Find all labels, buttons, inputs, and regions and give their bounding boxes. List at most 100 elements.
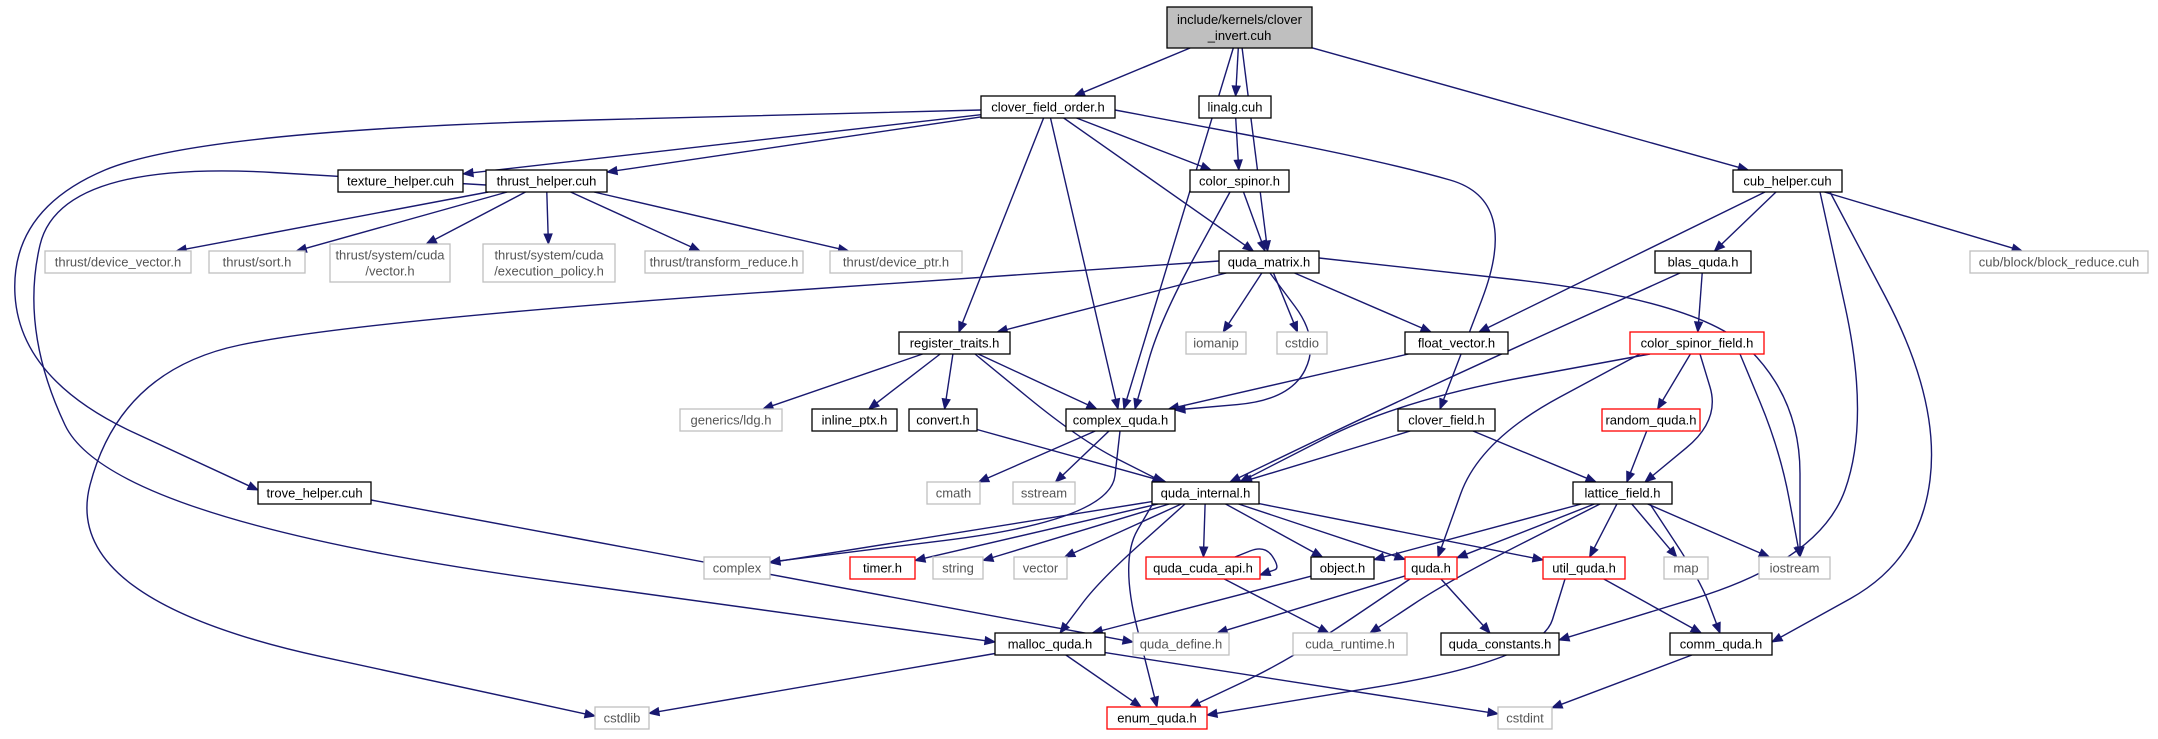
node-util-quda[interactable]: util_quda.h — [1542, 556, 1626, 580]
node-quda-internal[interactable]: quda_internal.h — [1151, 481, 1260, 505]
edge-quda-cuda-api-to-cuda-runtime — [1223, 578, 1330, 634]
node-cub-helper[interactable]: cub_helper.cuh — [1732, 169, 1843, 193]
node-box — [1663, 556, 1709, 580]
node-thrust-transform-reduce[interactable]: thrust/transform_reduce.h — [644, 250, 804, 274]
node-inline-ptx[interactable]: inline_ptx.h — [811, 408, 898, 432]
node-comm-quda[interactable]: comm_quda.h — [1669, 632, 1773, 656]
edge-clover-field-order-to-quda-matrix — [1063, 117, 1255, 252]
node-label: float_vector.h — [1418, 336, 1495, 351]
edge-register-traits-to-generics-ldg — [761, 353, 923, 411]
node-cstdio[interactable]: cstdio — [1276, 331, 1328, 355]
node-label: color_spinor_field.h — [1641, 336, 1754, 351]
node-label: cub/block/block_reduce.cuh — [1979, 255, 2139, 270]
node-thrust-sort[interactable]: thrust/sort.h — [208, 250, 306, 274]
node-box — [208, 250, 306, 274]
node-quda-matrix[interactable]: quda_matrix.h — [1218, 250, 1320, 274]
edge-lattice-field-to-quda — [1455, 503, 1595, 559]
edge-malloc-quda-to-cstdint — [1104, 651, 1500, 717]
node-quda-define[interactable]: quda_define.h — [1132, 632, 1230, 656]
node-register-traits[interactable]: register_traits.h — [898, 331, 1011, 355]
node-linalg[interactable]: linalg.cuh — [1198, 95, 1272, 119]
node-box — [1013, 556, 1068, 580]
node-trove-helper[interactable]: trove_helper.cuh — [257, 481, 372, 505]
edge-clover-field-order-to-complex-quda — [1049, 117, 1121, 411]
edge-root-to-linalg — [1231, 47, 1241, 98]
node-box — [849, 556, 916, 580]
node-color-spinor-field[interactable]: color_spinor_field.h — [1629, 331, 1765, 355]
node-cstdint[interactable]: cstdint — [1497, 706, 1553, 730]
node-float-vector[interactable]: float_vector.h — [1404, 331, 1509, 355]
node-box — [679, 408, 783, 432]
node-root[interactable]: include/kernels/clover_invert.cuh — [1166, 6, 1313, 49]
node-iostream[interactable]: iostream — [1758, 556, 1831, 580]
node-label: malloc_quda.h — [1008, 637, 1093, 652]
node-clover-field-order[interactable]: clover_field_order.h — [980, 95, 1116, 119]
node-box — [1440, 632, 1560, 656]
node-label: cstdint — [1506, 711, 1544, 726]
node-box — [908, 408, 978, 432]
node-label: _invert.cuh — [1207, 28, 1272, 43]
edge-quda-matrix-to-register-traits — [995, 272, 1227, 334]
node-quda-constants[interactable]: quda_constants.h — [1440, 632, 1560, 656]
edge-color-spinor-field-to-lattice-field — [1643, 353, 1713, 483]
node-complex[interactable]: complex — [703, 556, 771, 580]
node-complex-quda[interactable]: complex_quda.h — [1065, 408, 1176, 432]
edge-lattice-field-to-object — [1372, 503, 1582, 562]
node-enum-quda[interactable]: enum_quda.h — [1106, 706, 1208, 730]
edges-layer — [14, 47, 2024, 719]
node-cstdlib[interactable]: cstdlib — [594, 706, 650, 730]
node-label: thrust/transform_reduce.h — [650, 255, 799, 270]
edge-quda-internal-to-complex — [768, 500, 1153, 566]
node-cmath[interactable]: cmath — [926, 481, 981, 505]
node-texture-helper[interactable]: texture_helper.cuh — [337, 169, 464, 193]
edge-cub-helper-to-cub-block-reduce — [1824, 191, 2024, 253]
edge-lattice-field-to-iostream — [1647, 503, 1771, 558]
node-lattice-field[interactable]: lattice_field.h — [1572, 481, 1673, 505]
node-thrust-device-vector[interactable]: thrust/device_vector.h — [44, 250, 192, 274]
edge-color-spinor-field-to-quda — [1437, 353, 1641, 559]
node-box — [1404, 331, 1509, 355]
node-timer[interactable]: timer.h — [849, 556, 916, 580]
edge-root-to-cub-helper — [1311, 47, 1750, 172]
node-iomanip[interactable]: iomanip — [1185, 331, 1247, 355]
node-sstream[interactable]: sstream — [1012, 481, 1076, 505]
node-label: cuda_runtime.h — [1305, 637, 1395, 652]
node-malloc-quda[interactable]: malloc_quda.h — [994, 632, 1106, 656]
node-string[interactable]: string — [932, 556, 984, 580]
node-clover-field[interactable]: clover_field.h — [1397, 408, 1496, 432]
node-color-spinor[interactable]: color_spinor.h — [1189, 169, 1290, 193]
edge-quda-internal-to-malloc-quda — [1059, 503, 1186, 635]
node-box — [1669, 632, 1773, 656]
node-label: string — [942, 561, 974, 576]
node-thrust-exec-policy[interactable]: thrust/system/cuda/execution_policy.h — [482, 243, 616, 283]
edge-clover-field-order-to-clover-field — [1114, 109, 1496, 411]
node-quda[interactable]: quda.h — [1404, 556, 1458, 580]
node-convert[interactable]: convert.h — [908, 408, 978, 432]
node-generics-ldg[interactable]: generics/ldg.h — [679, 408, 783, 432]
node-label: random_quda.h — [1605, 413, 1696, 428]
node-label: thrust/device_ptr.h — [843, 255, 949, 270]
node-map[interactable]: map — [1663, 556, 1709, 580]
node-label: quda.h — [1411, 561, 1451, 576]
node-cub-block-reduce[interactable]: cub/block/block_reduce.cuh — [1969, 250, 2149, 274]
node-object[interactable]: object.h — [1310, 556, 1375, 580]
edge-linalg-to-color-spinor — [1233, 117, 1243, 172]
node-label: include/kernels/clover — [1177, 12, 1303, 27]
node-label: quda_cuda_api.h — [1153, 561, 1253, 576]
node-label: enum_quda.h — [1117, 711, 1197, 726]
node-thrust-device-ptr[interactable]: thrust/device_ptr.h — [829, 250, 963, 274]
node-thrust-helper[interactable]: thrust_helper.cuh — [485, 169, 608, 193]
node-cuda-runtime[interactable]: cuda_runtime.h — [1292, 632, 1408, 656]
node-label: thrust/device_vector.h — [55, 255, 181, 270]
node-label: inline_ptx.h — [822, 413, 888, 428]
node-quda-cuda-api[interactable]: quda_cuda_api.h — [1145, 556, 1261, 580]
node-label: sstream — [1021, 486, 1067, 501]
node-label: linalg.cuh — [1208, 100, 1263, 115]
node-box — [1151, 481, 1260, 505]
node-random-quda[interactable]: random_quda.h — [1601, 408, 1701, 432]
node-label: register_traits.h — [910, 336, 1000, 351]
node-blas-quda[interactable]: blas_quda.h — [1654, 250, 1752, 274]
node-vector[interactable]: vector — [1013, 556, 1068, 580]
node-thrust-cuda-vector[interactable]: thrust/system/cuda/vector.h — [329, 243, 451, 283]
edge-blas-quda-to-color-spinor-field — [1693, 272, 1704, 334]
